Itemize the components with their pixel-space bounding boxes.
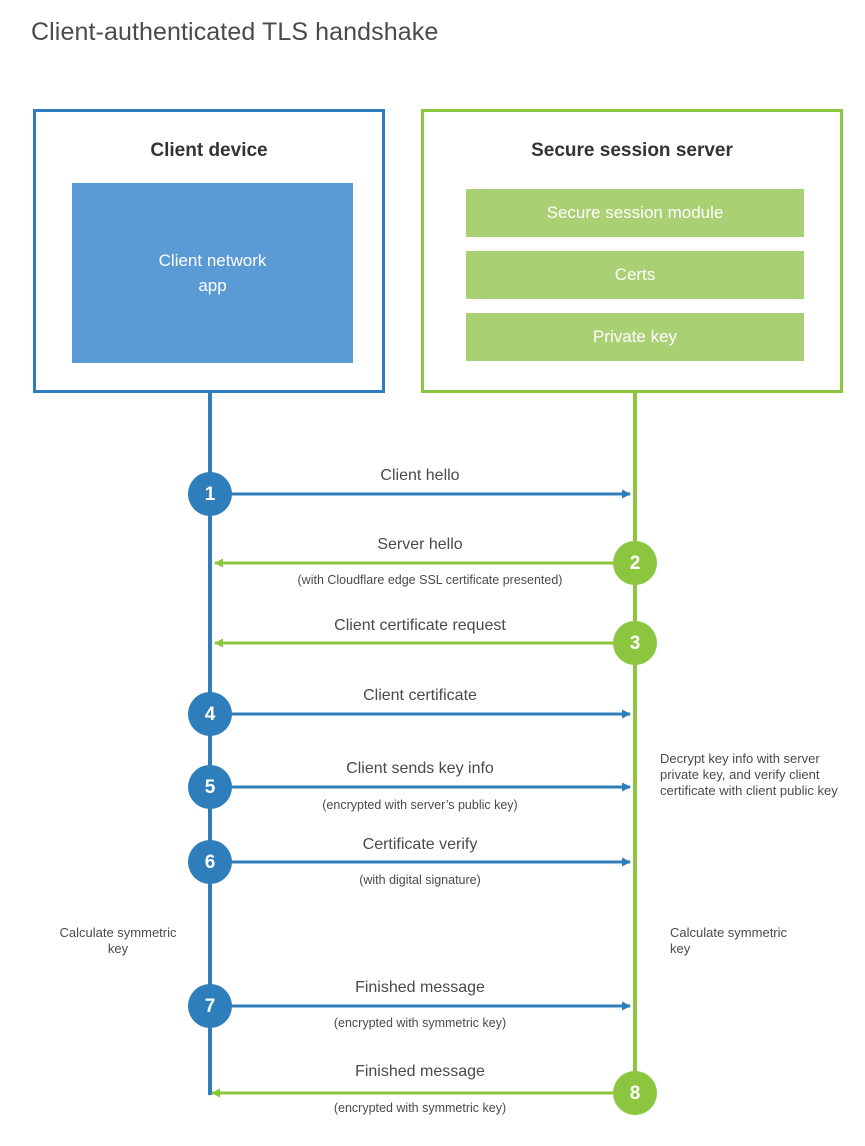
- arrow-sublabel-step-8: (encrypted with symmetric key): [333, 1101, 507, 1115]
- arrow-label-step-5: Client sends key info: [346, 760, 494, 777]
- step-circle-1: 1: [188, 472, 232, 516]
- arrow-sublabel-step-6: (with digital signature): [359, 873, 481, 887]
- arrow-label-step-8: Finished message: [355, 1063, 485, 1080]
- arrow-label-step-3: Client certificate request: [334, 617, 506, 634]
- client-device-title: Client device: [150, 140, 268, 161]
- server-bar-secure-session-module: Secure session module: [466, 189, 804, 237]
- arrow-label-step-1: Client hello: [380, 467, 460, 484]
- server-bar-private-key: Private key: [466, 313, 804, 361]
- client-app-label-line2: app: [198, 276, 227, 295]
- secure-session-server-box: Secure session server Secure session mod…: [421, 109, 843, 393]
- arrow-sublabel-step-7: (encrypted with symmetric key): [333, 1016, 507, 1030]
- arrow-sublabel-step-2: (with Cloudflare edge SSL certificate pr…: [297, 573, 563, 587]
- step-circle-8: 8: [613, 1071, 657, 1115]
- arrow-label-step-7: Finished message: [355, 979, 485, 996]
- secure-session-server-title: Secure session server: [531, 140, 733, 161]
- server-decrypt-note: Decrypt key info with server private key…: [660, 751, 838, 798]
- step-circle-5: 5: [188, 765, 232, 809]
- client-network-app-block: Client network app: [72, 183, 353, 363]
- server-calculate-symmetric-key-note: Calculate symmetric key: [670, 925, 788, 956]
- server-bar-certs: Certs: [466, 251, 804, 299]
- step-circle-3: 3: [613, 621, 657, 665]
- step-circle-7: 7: [188, 984, 232, 1028]
- client-device-box: Client device Client network app: [33, 109, 385, 393]
- page-title: Client-authenticated TLS handshake: [31, 18, 439, 46]
- arrow-label-step-2: Server hello: [377, 536, 463, 553]
- arrow-sublabel-step-5: (encrypted with server’s public key): [322, 798, 518, 812]
- client-app-label-line1: Client network: [158, 251, 267, 270]
- step-circle-4: 4: [188, 692, 232, 736]
- arrow-label-step-6: Certificate verify: [362, 836, 478, 853]
- step-circle-2: 2: [613, 541, 657, 585]
- step-circle-6: 6: [188, 840, 232, 884]
- client-calculate-symmetric-key-note: Calculate symmetric key: [59, 925, 177, 956]
- arrow-label-step-4: Client certificate: [363, 687, 477, 704]
